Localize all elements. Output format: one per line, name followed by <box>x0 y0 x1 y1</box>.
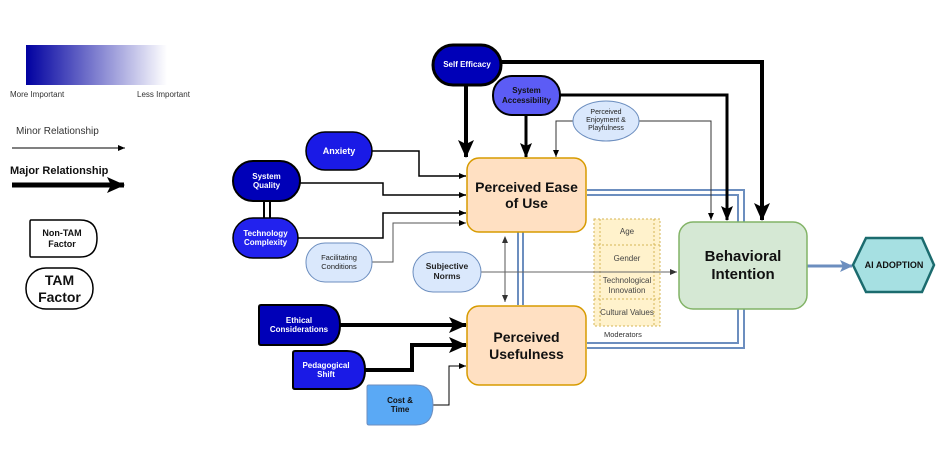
technology-complexity-node[interactable] <box>232 217 299 259</box>
legend-more-important: More Important <box>10 90 65 99</box>
accessibility-to-bi <box>560 93 733 221</box>
anxiety-to-peou <box>372 150 466 179</box>
facilitating-conditions-label: Facilitating Conditions <box>321 252 357 271</box>
pedagogical-shift-label: Pedagogical Shift <box>302 360 350 379</box>
system-quality-node[interactable] <box>232 160 301 202</box>
subjective-norms-label: Subjective Norms <box>425 261 469 281</box>
perceived-usefulness-node[interactable] <box>466 305 587 386</box>
perceived-ease-of-use-node[interactable] <box>466 157 587 233</box>
moderators-list: Age Gender Technological Innovation Cult… <box>594 219 660 326</box>
legend-major-label: Major Relationship <box>10 165 109 177</box>
moderator-cultural-values: Cultural Values <box>600 307 654 317</box>
moderators-title: Moderators <box>604 330 642 339</box>
pedagogical-shift-node[interactable] <box>292 350 367 390</box>
facilitating-conditions-node[interactable] <box>305 242 373 283</box>
self-efficacy-node[interactable] <box>431 43 503 87</box>
blue-double-links <box>517 189 745 349</box>
cost-time-label: Cost & Time <box>387 395 413 414</box>
behavioral-intention-label: Behavioral Intention <box>704 248 782 283</box>
legend-less-important: Less Important <box>137 90 190 99</box>
anxiety-label: Anxiety <box>322 145 356 156</box>
enjoyment-to-bi <box>635 120 714 220</box>
system-quality-label: System Quality <box>252 171 281 190</box>
self-efficacy-label: Self Efficacy <box>443 60 491 70</box>
perceived-ease-of-use-label: Perceived Ease of Use <box>475 178 578 211</box>
legend-minor-label: Minor Relationship <box>16 126 99 137</box>
behavioral-intention-node[interactable] <box>678 221 808 310</box>
ai-adoption-label: AI ADOPTION <box>864 259 924 270</box>
legend-non-tam-shape <box>29 219 98 258</box>
legend-tam-shape <box>25 267 94 310</box>
legend-tam-label: TAM Factor <box>38 272 81 305</box>
cost-to-pu <box>433 363 466 406</box>
legend-non-tam-label: Non-TAM Factor <box>42 228 82 249</box>
complexity-to-peou <box>298 210 466 239</box>
system-accessibility-node[interactable] <box>492 75 561 116</box>
technology-complexity-label: Technology Complexity <box>243 228 288 247</box>
subjective-norms-node[interactable] <box>412 251 482 293</box>
importance-gradient-bar <box>26 45 167 85</box>
ethical-considerations-node[interactable] <box>258 304 342 346</box>
perceived-enjoyment-label: Perceived Enjoyment & Playfulness <box>586 108 626 133</box>
moderator-technological-innovation: Technological Innovation <box>602 275 652 295</box>
facilitating-to-peou <box>372 220 466 263</box>
cost-time-node[interactable] <box>366 384 434 426</box>
pedagogical-to-pu <box>365 337 467 372</box>
moderator-gender: Gender <box>613 253 641 263</box>
self-efficacy-to-bi <box>502 60 770 221</box>
quality-to-peou <box>300 182 466 198</box>
moderator-age: Age <box>619 227 635 237</box>
system-accessibility-label: System Accessibility <box>502 86 551 105</box>
ai-adoption-node[interactable] <box>851 236 936 294</box>
anxiety-node[interactable] <box>305 131 373 171</box>
enjoyment-to-peou <box>553 120 577 157</box>
ethical-considerations-label: Ethical Considerations <box>269 315 329 334</box>
perceived-usefulness-label: Perceived Usefulness <box>489 329 564 362</box>
perceived-enjoyment-node[interactable] <box>572 100 640 142</box>
